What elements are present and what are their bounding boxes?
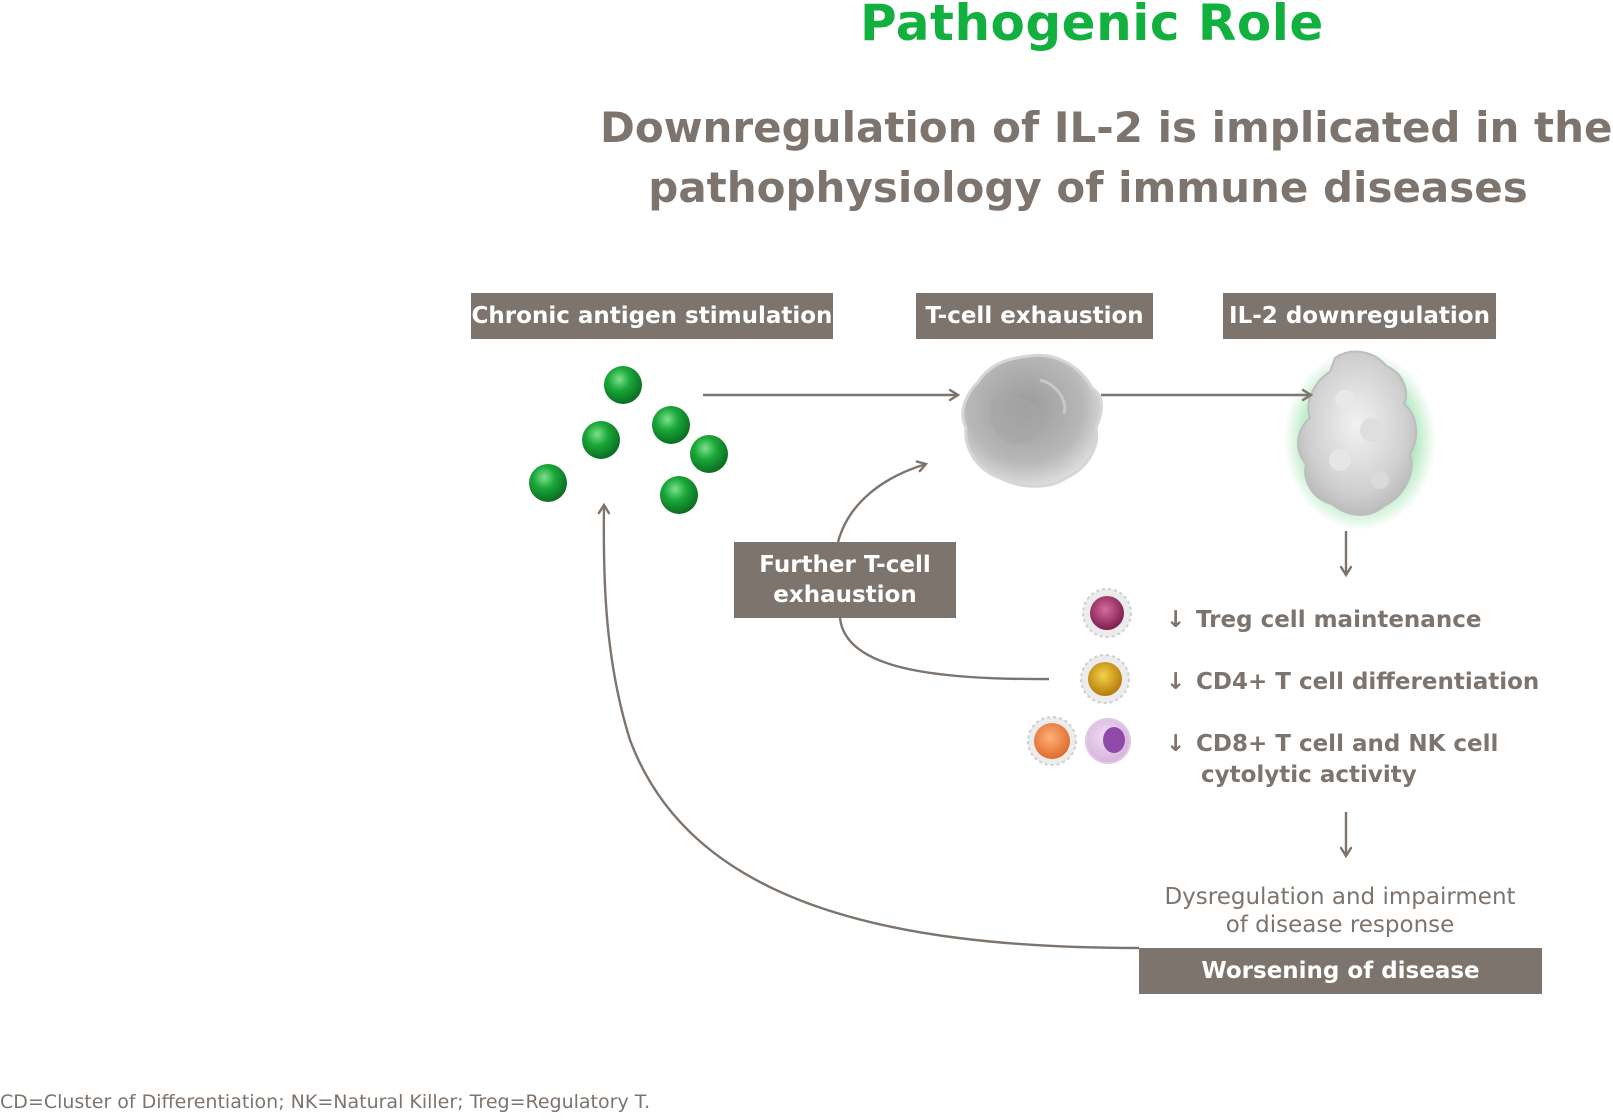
chronic-antigen-stimulation-label: Chronic antigen stimulation: [471, 293, 833, 339]
further-line-2: exhaustion: [773, 582, 917, 608]
subtitle-line-1: Downregulation of IL-2 is implicated in …: [600, 103, 1613, 152]
effect-cd4: ↓ CD4+ T cell differentiation: [1166, 667, 1539, 698]
subtitle-line-2: pathophysiology of immune diseases: [648, 163, 1528, 212]
antigen-particles-icon: [529, 366, 728, 514]
cd4-cell-icon: [1080, 654, 1130, 704]
antigen-particle: [582, 421, 620, 459]
exhausted-t-cell-icon: [961, 353, 1103, 488]
down-arrow-icon: ↓: [1166, 731, 1186, 757]
effect-cd8-text-line-1: CD8+ T cell and NK cell: [1196, 731, 1499, 757]
antigen-particle: [660, 476, 698, 514]
worsening-of-disease-label: Worsening of disease: [1139, 948, 1542, 994]
t-cell-exhaustion-label: T-cell exhaustion: [916, 293, 1153, 339]
antigen-particle: [690, 435, 728, 473]
effect-cd8-text-line-2: cytolytic activity: [1201, 762, 1417, 788]
effect-cd4-text: CD4+ T cell differentiation: [1196, 669, 1540, 695]
arrow-worsening-to-antigen: [597, 502, 1140, 950]
nk-cell-icon: [1085, 718, 1131, 764]
outcome-line-2: of disease response: [1225, 912, 1455, 938]
effect-treg: ↓ Treg cell maintenance: [1166, 605, 1481, 636]
outcome-text: Dysregulation and impairment of disease …: [1130, 883, 1550, 939]
page-subtitle: Downregulation of IL-2 is implicated in …: [600, 98, 1613, 218]
page-title: Pathogenic Role: [860, 0, 1324, 52]
down-arrow-icon: ↓: [1166, 669, 1186, 695]
further-line-1: Further T-cell: [759, 552, 931, 578]
antigen-particle: [529, 464, 567, 502]
arrow-further-exhaustion-loop: [838, 617, 1050, 681]
further-t-cell-exhaustion-label: Further T-cell exhaustion: [734, 542, 956, 618]
arrow-further-to-tcell: [836, 460, 929, 543]
pathway-diagram: [529, 350, 1436, 950]
effect-treg-text: Treg cell maintenance: [1196, 607, 1482, 633]
il2-protein-icon: [1284, 350, 1436, 530]
antigen-particle: [652, 406, 690, 444]
cd8-cell-icon: [1027, 716, 1077, 766]
footnote: CD=Cluster of Differentiation; NK=Natura…: [0, 1091, 651, 1113]
il2-downregulation-label: IL-2 downregulation: [1223, 293, 1496, 339]
antigen-particle: [604, 366, 642, 404]
outcome-line-1: Dysregulation and impairment: [1164, 884, 1516, 910]
down-arrow-icon: ↓: [1166, 607, 1186, 633]
effect-cd8-nk: ↓ CD8+ T cell and NK cell cytolytic activ…: [1166, 729, 1498, 791]
treg-cell-icon: [1082, 588, 1132, 638]
